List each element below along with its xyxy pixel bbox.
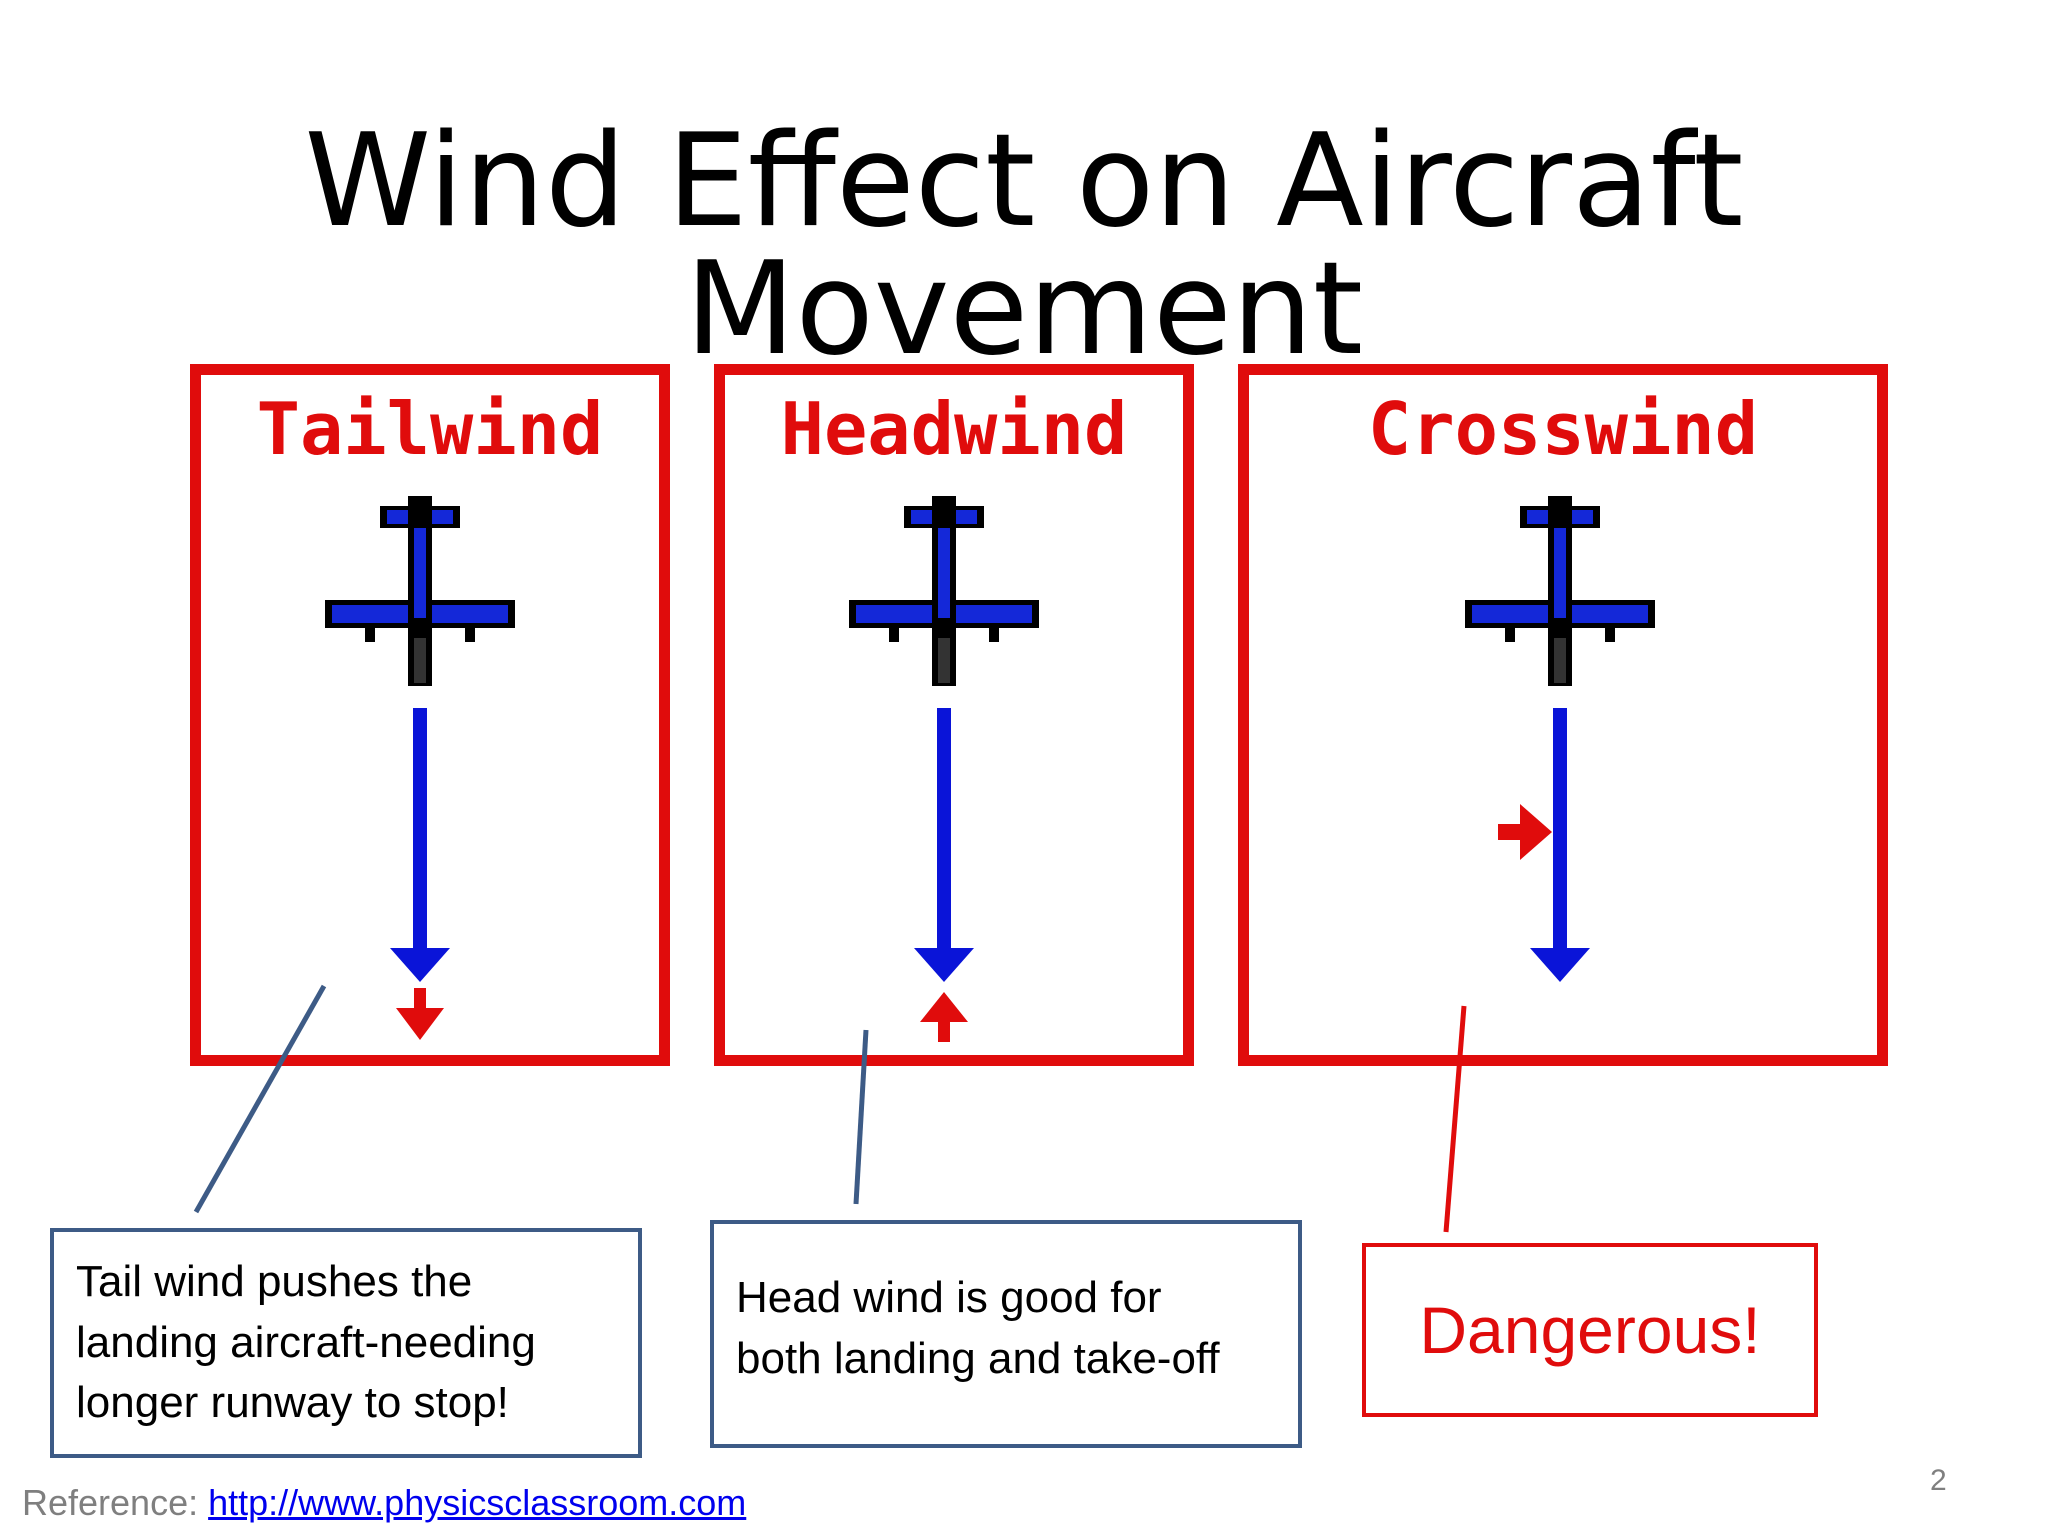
callout-leader-crosswind [1443, 1005, 1467, 1233]
page-number: 2 [1930, 1464, 1947, 1497]
callout-tailwind-line-2: landing aircraft-needing [76, 1317, 536, 1367]
panel-title-headwind: Headwind [780, 387, 1128, 471]
callout-crosswind-danger: Dangerous! [1362, 1243, 1818, 1417]
panel-title-tailwind: Tailwind [256, 387, 604, 471]
motion-arrow-head-crosswind [1530, 948, 1590, 982]
callout-headwind-line-2: both landing and take-off [736, 1333, 1220, 1383]
wind-arrow-shaft-crosswind [1498, 824, 1524, 840]
motion-arrow-shaft-headwind [937, 708, 951, 948]
aircraft-icon-tailwind [325, 496, 515, 686]
callout-leader-headwind [853, 1029, 869, 1205]
callout-headwind: Head wind is good for both landing and t… [710, 1220, 1302, 1448]
callout-tailwind-line-1: Tail wind pushes the [76, 1257, 473, 1306]
wind-arrow-shaft-headwind [938, 1018, 950, 1042]
reference: Reference: http://www.physicsclassroom.c… [22, 1482, 746, 1524]
motion-arrow-shaft-crosswind [1553, 708, 1567, 948]
aircraft-icon-headwind [849, 496, 1039, 686]
motion-arrow-shaft-tailwind [413, 708, 427, 948]
panel-crosswind: Crosswind [1238, 364, 1888, 1066]
motion-arrow-head-headwind [914, 948, 974, 982]
motion-arrow-head-tailwind [390, 948, 450, 982]
callout-headwind-line-1: Head wind is good for [736, 1273, 1162, 1322]
wind-arrow-down-icon [396, 1008, 444, 1040]
aircraft-icon-crosswind [1465, 496, 1655, 686]
wind-arrow-right-icon [1520, 804, 1552, 860]
callout-tailwind-line-3: longer runway to stop! [76, 1378, 509, 1428]
callout-tailwind: Tail wind pushes the landing aircraft-ne… [50, 1228, 642, 1458]
slide-title: Wind Effect on Aircraft Movement [304, 107, 1744, 384]
panel-title-crosswind: Crosswind [1367, 387, 1759, 471]
reference-label: Reference: [22, 1482, 209, 1523]
callout-leader-tailwind [193, 984, 327, 1214]
panel-headwind: Headwind [714, 364, 1194, 1066]
panel-tailwind: Tailwind [190, 364, 670, 1066]
wind-arrow-shaft-tailwind [414, 988, 426, 1010]
reference-link[interactable]: http://www.physicsclassroom.com [208, 1482, 747, 1523]
wind-arrow-up-icon [920, 992, 968, 1022]
